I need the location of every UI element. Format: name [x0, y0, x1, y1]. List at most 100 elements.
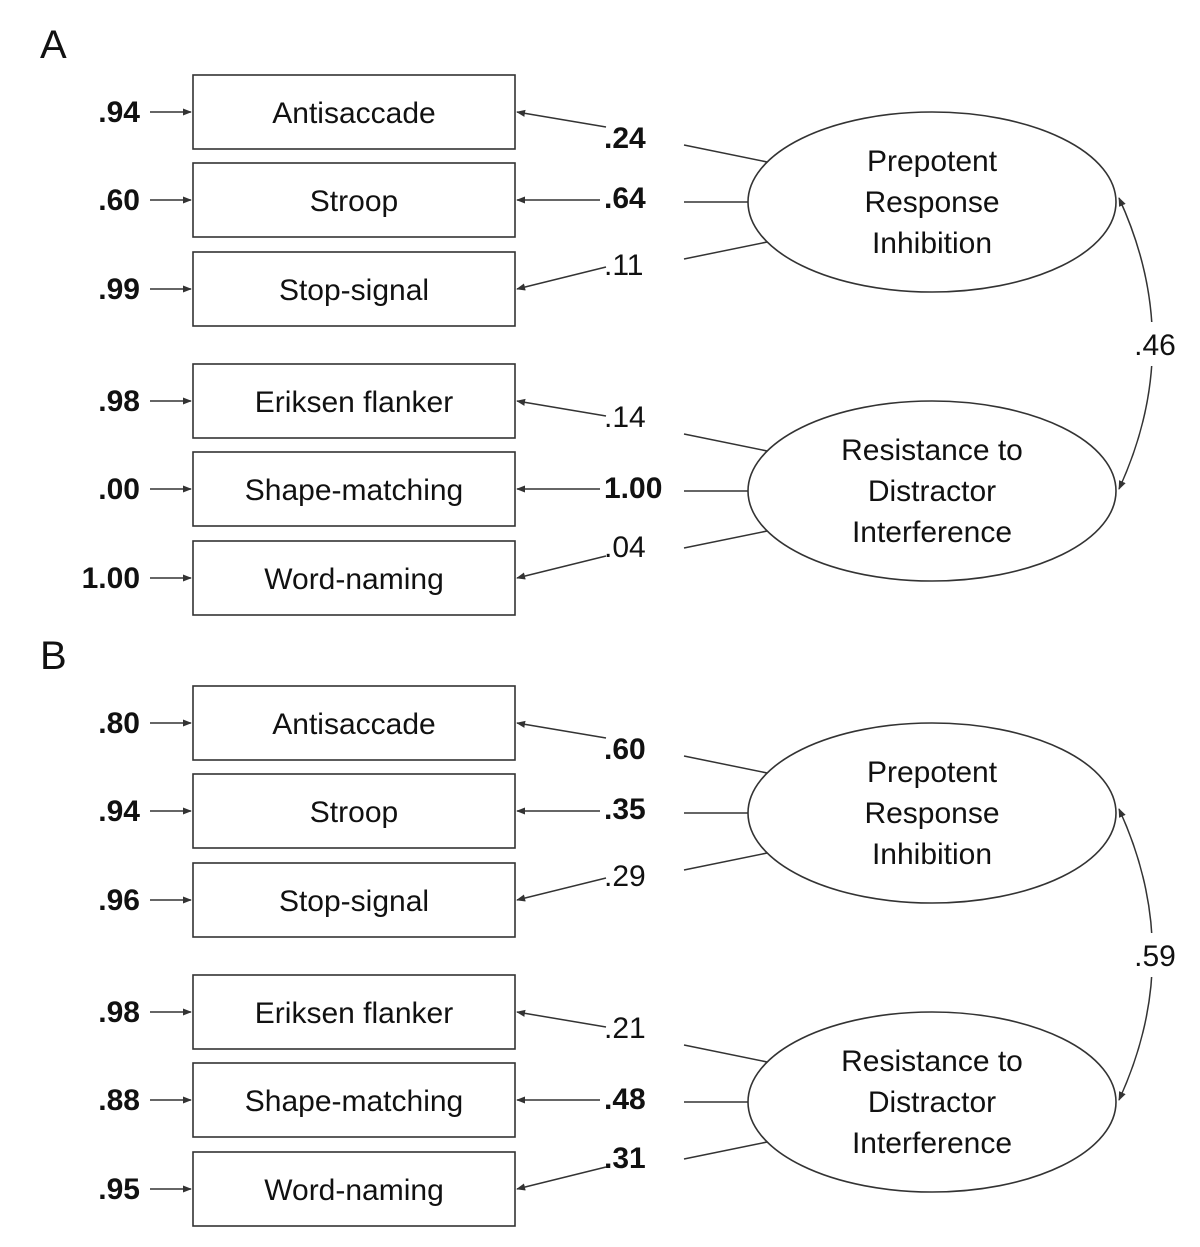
- loading-arrow: [516, 877, 607, 902]
- factor-loading-value: .21: [604, 1012, 646, 1045]
- panel-label: A: [40, 23, 67, 67]
- indicator-stroop: Stroop .60 .64: [98, 162, 748, 238]
- indicator-box: [192, 162, 516, 238]
- error-variance-value: .99: [98, 273, 140, 306]
- factor-label-line: Prepotent: [867, 145, 998, 178]
- loading-path: [683, 241, 768, 260]
- factor-label-line: Distractor: [868, 1086, 996, 1119]
- indicator-box: [192, 451, 516, 527]
- indicator-label: Antisaccade: [272, 708, 435, 741]
- loading-arrow: [516, 1009, 607, 1028]
- indicator-box: [192, 74, 516, 150]
- error-variance-value: .00: [98, 473, 140, 506]
- indicator-box: [192, 1062, 516, 1138]
- factor-loading-value: .04: [604, 531, 646, 564]
- indicator-antisaccade: Antisaccade .80 .60: [98, 685, 768, 774]
- indicator-shape-matching: Shape-matching .88 .48: [98, 1062, 748, 1138]
- indicator-label: Word-naming: [264, 1174, 444, 1207]
- factor-loading-value: .14: [604, 401, 646, 434]
- loading-arrow: [516, 109, 607, 128]
- indicator-antisaccade: Antisaccade .94 .24: [98, 74, 768, 163]
- error-variance-value: .95: [98, 1173, 140, 1206]
- loading-arrow: [516, 266, 607, 291]
- indicator-box: [192, 974, 516, 1050]
- loading-path: [683, 530, 768, 549]
- indicator-eriksen-flanker: Eriksen flanker .98 .21: [98, 974, 768, 1063]
- indicator-label: Word-naming: [264, 563, 444, 596]
- factor-loading-value: .60: [604, 733, 646, 766]
- indicator-eriksen-flanker: Eriksen flanker .98 .14: [98, 363, 768, 452]
- indicator-box: [192, 862, 516, 938]
- panel-label: B: [40, 634, 67, 678]
- indicator-stop-signal: Stop-signal.99.11: [98, 241, 768, 327]
- error-variance-value: .98: [98, 385, 140, 418]
- error-variance-value: .80: [98, 707, 140, 740]
- factor-label-line: Distractor: [868, 475, 996, 508]
- indicator-label: Shape-matching: [245, 1085, 463, 1118]
- factor-label-line: Prepotent: [867, 756, 998, 789]
- loading-path: [683, 852, 768, 871]
- indicator-box: [192, 251, 516, 327]
- factor-loading-value: .35: [604, 793, 646, 826]
- factor-correlation-value: .59: [1134, 940, 1176, 973]
- loading-arrow: [516, 1166, 607, 1191]
- indicator-box: [192, 685, 516, 761]
- indicator-shape-matching: Shape-matching .00 1.00: [98, 451, 748, 527]
- factor-loading-value: 1.00: [604, 472, 662, 505]
- indicator-label: Eriksen flanker: [255, 386, 453, 419]
- indicator-word-naming: Word-naming 1.00 .04: [82, 530, 768, 616]
- error-variance-value: .94: [98, 795, 140, 828]
- error-variance-value: .96: [98, 884, 140, 917]
- indicator-stroop: Stroop .94 .35: [98, 773, 748, 849]
- factor-loading-value: .48: [604, 1083, 646, 1116]
- loading-path: [683, 144, 768, 163]
- error-variance-value: 1.00: [82, 562, 140, 595]
- factor-label-line: Response: [864, 797, 999, 830]
- indicator-label: Stroop: [310, 185, 398, 218]
- indicator-label: Eriksen flanker: [255, 997, 453, 1030]
- factor-loading-value: .24: [604, 122, 646, 155]
- loading-arrow: [516, 398, 607, 417]
- factor-correlation-value: .46: [1134, 329, 1176, 362]
- factor-loading-value: .64: [604, 182, 646, 215]
- factor-label-line: Inhibition: [872, 227, 992, 260]
- indicator-box: [192, 773, 516, 849]
- factor-loading-value: .29: [604, 860, 646, 893]
- error-variance-value: .60: [98, 184, 140, 217]
- indicator-label: Shape-matching: [245, 474, 463, 507]
- indicator-box: [192, 1151, 516, 1227]
- loading-path: [683, 433, 768, 452]
- loading-path: [683, 755, 768, 774]
- correlation-label-bg: [1128, 933, 1182, 977]
- factor-label-line: Resistance to: [841, 434, 1023, 467]
- loading-path: [683, 1141, 768, 1160]
- indicator-box: [192, 363, 516, 439]
- indicator-label: Antisaccade: [272, 97, 435, 130]
- factor-label-line: Inhibition: [872, 838, 992, 871]
- factor-label-line: Resistance to: [841, 1045, 1023, 1078]
- indicator-box: [192, 540, 516, 616]
- indicator-stop-signal: Stop-signal .96 .29: [98, 852, 768, 938]
- error-variance-value: .98: [98, 996, 140, 1029]
- error-variance-value: .88: [98, 1084, 140, 1117]
- indicator-label: Stop-signal: [279, 274, 429, 307]
- factor-label-line: Response: [864, 186, 999, 219]
- loading-arrow: [516, 720, 607, 739]
- correlation-label-bg: [1128, 322, 1182, 366]
- factor-label-line: Interference: [852, 516, 1012, 549]
- indicator-word-naming: Word-naming .95 .31: [98, 1141, 768, 1227]
- indicator-label: Stroop: [310, 796, 398, 829]
- loading-path: [683, 1044, 768, 1063]
- factor-label-line: Interference: [852, 1127, 1012, 1160]
- error-variance-value: .94: [98, 96, 140, 129]
- loading-arrow: [516, 555, 607, 580]
- factor-loading-value: .31: [604, 1142, 646, 1175]
- indicator-label: Stop-signal: [279, 885, 429, 918]
